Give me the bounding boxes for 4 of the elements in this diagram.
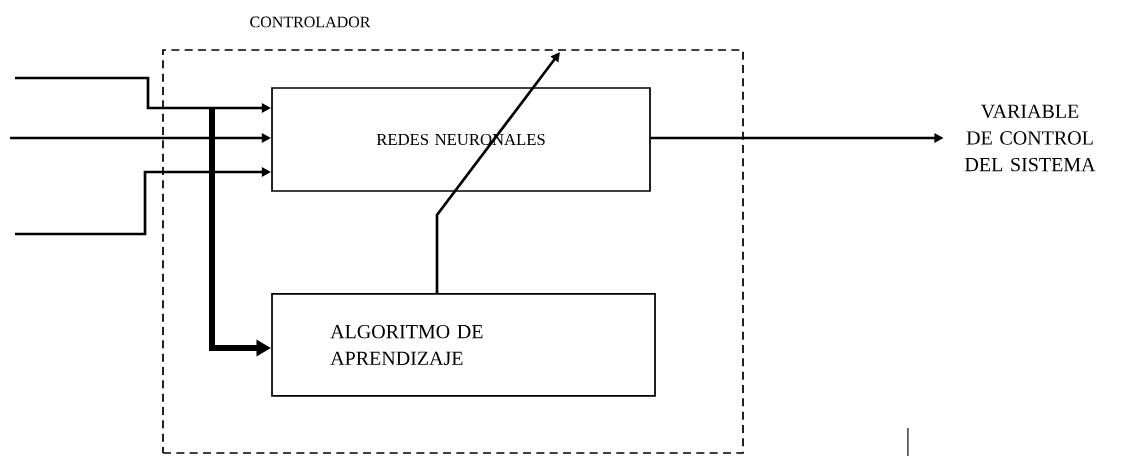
output-label: VARIABLE DE CONTROL DEL SISTEMA — [965, 104, 1096, 172]
arrow — [435, 52, 560, 294]
node-label: CONTROLADOR — [250, 16, 371, 28]
process-box: ALGORITMO DE APRENDIZAJE — [271, 293, 656, 397]
